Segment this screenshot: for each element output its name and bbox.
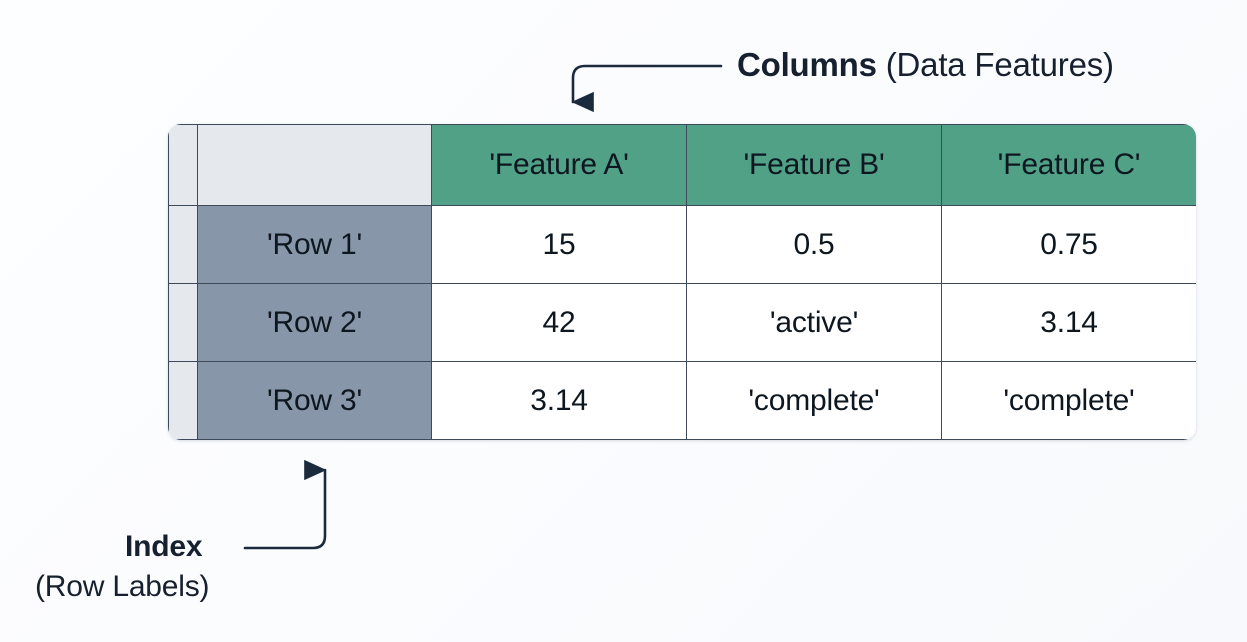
header-row: 'Feature A' 'Feature B' 'Feature C' [168, 124, 1196, 206]
cell-row-3-feature-c[interactable]: 'complete' [941, 361, 1196, 440]
cell-row-3-feature-b[interactable]: 'complete' [686, 361, 942, 440]
row-gutter-cell [168, 205, 198, 284]
dataframe-table-container: 'Feature A' 'Feature B' 'Feature C' 'Row… [168, 124, 1196, 440]
row-gutter-cell [168, 361, 198, 440]
cell-row-2-feature-c[interactable]: 3.14 [941, 283, 1196, 362]
table-header: 'Feature A' 'Feature B' 'Feature C' [168, 124, 1196, 206]
table-row: 'Row 2' 42 'active' 3.14 [168, 283, 1196, 362]
columns-annotation-label: Columns (Data Features) [737, 45, 1114, 85]
index-cell-row-1[interactable]: 'Row 1' [197, 205, 432, 284]
dataframe-table: 'Feature A' 'Feature B' 'Feature C' 'Row… [168, 124, 1196, 440]
columns-annotation-strong: Columns [737, 46, 877, 83]
table-body: 'Row 1' 15 0.5 0.75 'Row 2' 42 'active' … [168, 205, 1196, 440]
index-cell-row-3[interactable]: 'Row 3' [197, 361, 432, 440]
cell-row-3-feature-a[interactable]: 3.14 [431, 361, 687, 440]
index-annotation-strong: Index [125, 530, 203, 563]
column-header-feature-c[interactable]: 'Feature C' [941, 124, 1196, 206]
cell-row-2-feature-b[interactable]: 'active' [686, 283, 942, 362]
index-annotation-label: Index (Row Labels) [35, 528, 210, 606]
columns-annotation-regular: (Data Features) [876, 46, 1114, 83]
index-arrow [243, 459, 327, 550]
columns-arrow [571, 64, 723, 113]
table-row: 'Row 1' 15 0.5 0.75 [168, 205, 1196, 284]
cell-row-1-feature-a[interactable]: 15 [431, 205, 687, 284]
table-row: 'Row 3' 3.14 'complete' 'complete' [168, 361, 1196, 440]
index-header-cell [197, 124, 432, 206]
cell-row-1-feature-c[interactable]: 0.75 [941, 205, 1196, 284]
index-annotation-regular: (Row Labels) [35, 570, 210, 603]
column-header-feature-a[interactable]: 'Feature A' [431, 124, 687, 206]
cell-row-1-feature-b[interactable]: 0.5 [686, 205, 942, 284]
table-corner-cell [168, 124, 198, 206]
index-cell-row-2[interactable]: 'Row 2' [197, 283, 432, 362]
cell-row-2-feature-a[interactable]: 42 [431, 283, 687, 362]
column-header-feature-b[interactable]: 'Feature B' [686, 124, 942, 206]
row-gutter-cell [168, 283, 198, 362]
